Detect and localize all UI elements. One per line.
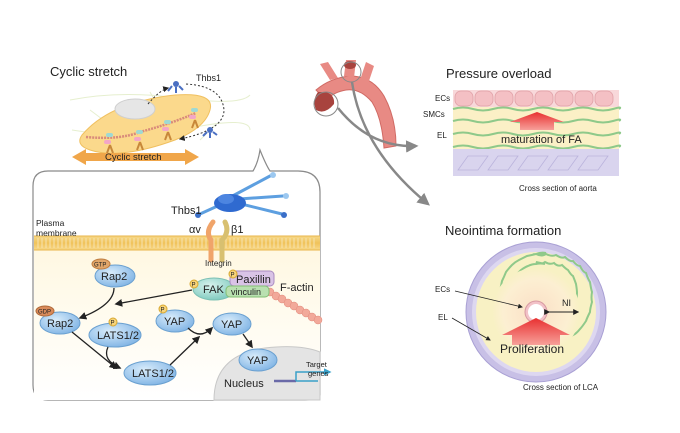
proliferation-arrow <box>502 318 570 345</box>
lca-lumen <box>528 304 544 320</box>
gtp-badge <box>91 258 111 270</box>
subclavian-artery <box>360 62 374 84</box>
secretion-arrow <box>147 86 170 105</box>
thbs1-trimer-icon <box>195 172 289 218</box>
lats-label: LATS1/2 <box>132 368 174 380</box>
f-actin-label: F-actin <box>280 282 314 294</box>
ni-label: NI <box>562 298 571 308</box>
pathway-arrows <box>71 287 253 370</box>
lats-node <box>123 360 177 386</box>
binding-arrow <box>178 83 225 141</box>
target-genes-line1: Target <box>306 360 328 369</box>
lats-phospho-p: P <box>111 321 115 327</box>
integrin-label: Integrin <box>205 259 232 268</box>
lats-phospho-label: LATS1/2 <box>97 330 139 342</box>
rap2-gtp-label: Rap2 <box>101 271 127 283</box>
alpha-v-label: αv <box>189 224 201 236</box>
neointima-pointer <box>350 81 430 206</box>
lca-el-label: EL <box>438 313 448 322</box>
membrane-label-line2: membrane <box>36 228 77 238</box>
thbs1-molecule-icon <box>202 127 218 138</box>
lca-zoom-circle <box>340 61 362 83</box>
lca-ecs-pointer <box>454 290 523 309</box>
paxillin-phospho-label: P <box>231 273 235 279</box>
nucleus-label: Nucleus <box>224 378 264 390</box>
cell-nucleus <box>114 98 156 120</box>
rap2-gtp-node <box>94 264 136 288</box>
beta-1-label: β1 <box>231 224 243 236</box>
integrin-beta-1 <box>219 219 230 263</box>
yap-phospho-badge <box>158 304 168 314</box>
lca-el-pointer <box>451 317 491 341</box>
aorta-caption: Cross section of aorta <box>519 184 597 193</box>
brachiocephalic-artery <box>320 62 338 80</box>
cyclic-stretch-arrow-label: Cyclic stretch <box>105 152 161 163</box>
cyclic-stretch-title: Cyclic stretch <box>50 64 127 79</box>
vinculin-node <box>225 285 270 298</box>
thbs1-label-small: Thbs1 <box>196 73 221 83</box>
yap-nucleus-label: YAP <box>247 355 268 367</box>
membrane-label-line1: Plasma <box>36 218 65 228</box>
paxillin-label: Paxillin <box>236 274 271 286</box>
pressure-overload-title: Pressure overload <box>446 66 552 81</box>
paxillin-phospho-badge <box>228 269 238 279</box>
proliferation-label: Proliferation <box>500 342 564 356</box>
yap-phospho-node <box>155 309 195 333</box>
aorta-smcs-label: SMCs <box>423 110 445 119</box>
adventitia-layer <box>453 149 619 176</box>
transcription-arrow <box>295 368 332 381</box>
fak-label: FAK <box>203 284 224 296</box>
cyclic-stretch-arrow <box>72 149 199 165</box>
thbs1-molecule-icon <box>167 81 184 93</box>
lca-caption: Cross section of LCA <box>523 383 599 392</box>
yap-phospho-p: P <box>161 308 165 314</box>
rap2-gdp-label: Rap2 <box>47 318 73 330</box>
target-genes-line2: genes <box>308 369 329 378</box>
fak-phospho-badge <box>189 279 199 289</box>
integrin-alpha-v <box>205 219 216 263</box>
rap2-gdp-node <box>39 311 81 335</box>
plasma-membrane <box>34 236 320 250</box>
neointima-title: Neointima formation <box>445 223 561 238</box>
aorta-lumen <box>314 92 335 112</box>
gdp-label: GDP <box>38 310 51 316</box>
cyclic-stretch-panel: Cyclic stretch Thbs1 Cyclic s <box>50 64 251 165</box>
pressure-overload-pointer <box>337 107 419 153</box>
lca-ecs-label: ECs <box>435 285 450 294</box>
aorta-zoom-circle <box>313 91 339 117</box>
maturation-label: maturation of FA <box>501 134 582 146</box>
lats-phospho-badge <box>108 317 118 327</box>
gtp-label: GTP <box>94 263 106 269</box>
focal-adhesions <box>104 108 199 154</box>
fak-phospho-label: P <box>192 283 196 289</box>
aorta-el-label: EL <box>437 131 447 140</box>
vinculin-label: vinculin <box>231 287 261 297</box>
neointima-panel: Neointima formation Proliferation NI ECs… <box>435 223 607 392</box>
gdp-badge <box>35 305 55 317</box>
thbs1-label: Thbs1 <box>171 205 202 217</box>
pressure-overload-panel: Pressure overload maturation of FA ECs S… <box>423 66 622 193</box>
mechanism-inset: Plasma membrane Thbs1 αv β1 Integrin F-a… <box>32 147 332 401</box>
yap-phospho-label: YAP <box>164 316 185 328</box>
yap-cytoplasm-label: YAP <box>221 319 242 331</box>
yap-cytoplasm-node <box>212 312 252 336</box>
maturation-arrow <box>510 112 564 130</box>
aorta-ecs-label: ECs <box>435 94 450 103</box>
aortic-arch-illustration <box>313 60 430 206</box>
aortic-arch <box>315 75 397 149</box>
yap-nucleus-node <box>238 348 278 372</box>
f-actin-filament <box>265 287 323 325</box>
